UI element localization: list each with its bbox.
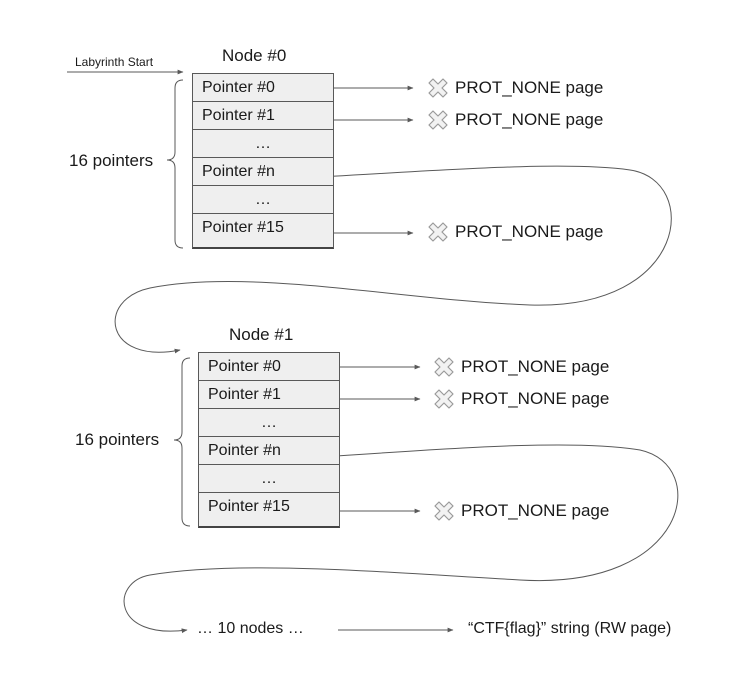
node0-ellipsis-2: … (193, 186, 333, 214)
labyrinth-start-label: Labyrinth Start (75, 55, 154, 69)
node1-pointer-n: Pointer #n (199, 437, 339, 465)
node0-target-15-label: PROT_NONE page (455, 222, 604, 241)
node0-count-label: 16 pointers (69, 151, 154, 170)
node1-count-label: 16 pointers (75, 430, 160, 449)
node0-table: Pointer #0 Pointer #1 … Pointer #n … Poi… (192, 73, 334, 249)
node0-target-0-label: PROT_NONE page (455, 78, 604, 97)
node1-target-0-label: PROT_NONE page (461, 357, 610, 376)
node1-pointer-0: Pointer #0 (199, 353, 339, 381)
node1-target-15: PROT_NONE page (433, 499, 609, 523)
flag-string-label: “CTF{flag}” string (RW page) (468, 620, 672, 637)
node0-target-15: PROT_NONE page (427, 220, 603, 244)
node0-pointer-0: Pointer #0 (193, 74, 333, 102)
node0-ellipsis-1: … (193, 130, 333, 158)
node1-brace (173, 357, 191, 527)
node1-pointer-1: Pointer #1 (199, 381, 339, 409)
node1-target-1: PROT_NONE page (433, 387, 609, 411)
node1-table: Pointer #0 Pointer #1 … Pointer #n … Poi… (198, 352, 340, 528)
node1-target-0: PROT_NONE page (433, 355, 609, 379)
node1-ellipsis-1: … (199, 409, 339, 437)
node1-title: Node #1 (229, 325, 294, 344)
node0-target-1-label: PROT_NONE page (455, 110, 604, 129)
node1-to-bottom-link (123, 444, 679, 634)
node0-brace (166, 79, 184, 249)
node1-pointer-15: Pointer #15 (208, 498, 290, 515)
cross-icon (434, 389, 454, 409)
node0-target-1: PROT_NONE page (427, 108, 603, 132)
node0-to-node1-link (114, 165, 672, 354)
ten-nodes-label: … 10 nodes … (197, 620, 304, 637)
node0-pointer-n: Pointer #n (193, 158, 333, 186)
node0-title: Node #0 (222, 46, 287, 65)
node0-target-0: PROT_NONE page (427, 76, 603, 100)
cross-icon (434, 357, 454, 377)
node0-pointer-15: Pointer #15 (202, 219, 284, 236)
node0-pointer-1: Pointer #1 (193, 102, 333, 130)
cross-icon (434, 501, 454, 521)
cross-icon (428, 222, 448, 242)
cross-icon (428, 78, 448, 98)
node1-target-1-label: PROT_NONE page (461, 389, 610, 408)
cross-icon (428, 110, 448, 130)
node1-target-15-label: PROT_NONE page (461, 501, 610, 520)
node1-ellipsis-2: … (199, 465, 339, 493)
